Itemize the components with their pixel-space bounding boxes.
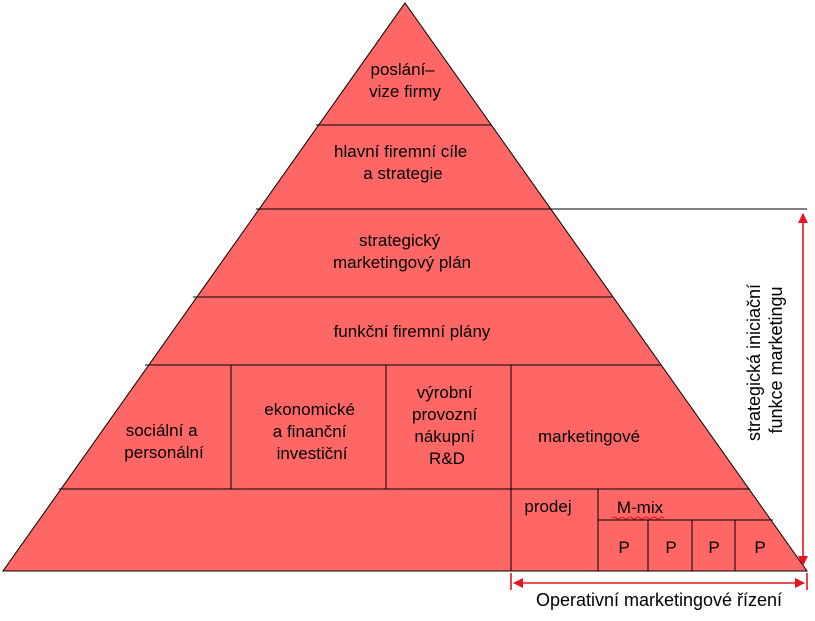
p-item-1: P xyxy=(618,538,629,557)
spellcheck-underline xyxy=(611,516,665,520)
economic-label: ekonomické a finanční investiční xyxy=(264,400,359,463)
marketing-label: marketingové xyxy=(538,427,640,446)
social-label: sociální a personální xyxy=(124,421,204,462)
mmix-label: M-mix xyxy=(617,498,664,517)
production-label: výrobní provozní nákupní R&D xyxy=(412,383,482,468)
operative-annotation: Operativní marketingové řízení xyxy=(536,590,782,610)
level3-label: strategický marketingový plán xyxy=(333,231,471,272)
strategic-annotation: strategická iniciační funkce marketingu xyxy=(744,279,786,441)
p-item-3: P xyxy=(708,538,719,557)
level2-label: hlavní firemní cíle a strategie xyxy=(334,142,472,183)
p-item-4: P xyxy=(754,538,765,557)
pyramid-shape xyxy=(2,2,808,572)
p-item-2: P xyxy=(665,538,676,557)
level4-label: funkční firemní plány xyxy=(334,322,491,341)
sales-label: prodej xyxy=(524,497,571,516)
level1-label: poslání– vize firmy xyxy=(369,60,441,101)
